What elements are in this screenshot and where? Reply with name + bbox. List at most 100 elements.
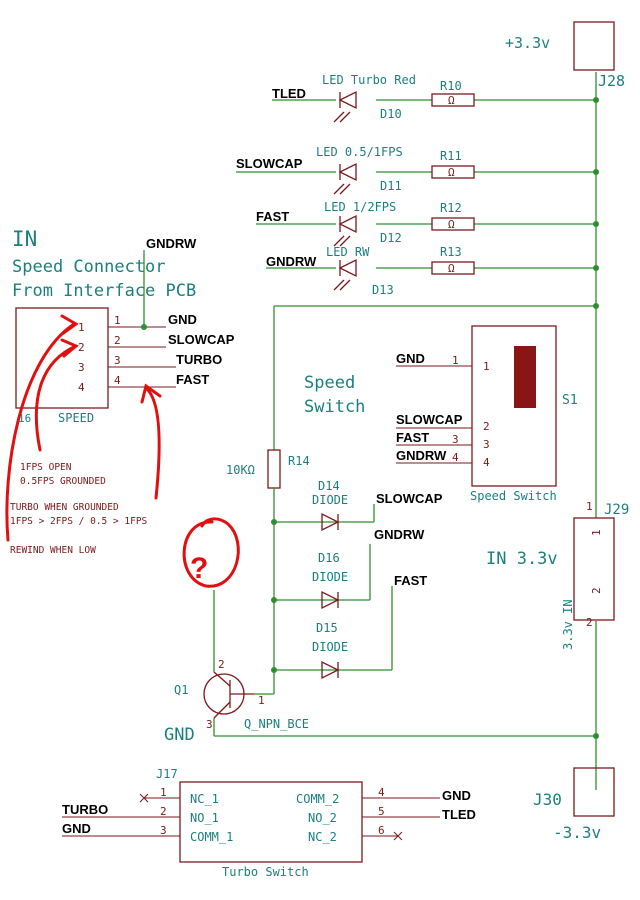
- switch-ref: S1: [562, 393, 578, 408]
- turbo-pin-1: 1: [160, 786, 167, 799]
- switch-name: Speed Switch: [470, 489, 557, 503]
- q1-pin-1: 1: [258, 694, 265, 707]
- led-label-d12: LED 1/2FPS: [324, 200, 396, 214]
- turbo-pin-5: 5: [378, 805, 385, 818]
- led-ref-d11: D11: [380, 179, 402, 193]
- switch-inner-3: 3: [483, 438, 490, 451]
- turbo-pin-3: 3: [160, 824, 167, 837]
- note-fps-mapping: 1FPS > 2FPS / 0.5 > 1FPS: [10, 516, 148, 527]
- turbo-label-no1: NO_1: [190, 811, 219, 825]
- pin-num-3: 3: [114, 354, 121, 367]
- led-ref-d13: D13: [372, 283, 394, 297]
- note-05fps-grounded: 0.5FPS GROUNDED: [20, 476, 106, 487]
- note-1fps-open: 1FPS OPEN: [20, 462, 72, 473]
- turbo-label-comm2: COMM_2: [296, 792, 339, 806]
- connector-j29: 1 2 J29 IN 3.3v 3.3v IN 1 2: [486, 500, 629, 650]
- diode-net-slowcap: SLOWCAP: [376, 491, 443, 506]
- turbo-pin-4: 4: [378, 786, 385, 799]
- diode-type-d15: DIODE: [312, 640, 348, 654]
- connector-name: SPEED: [58, 411, 94, 425]
- pin-num-4: 4: [114, 374, 121, 387]
- switch-inner-1: 1: [483, 360, 490, 373]
- question-mark: ?: [190, 552, 208, 585]
- connector-pin-2: 2: [78, 341, 85, 354]
- j29-ext-pin-2: 2: [586, 616, 593, 629]
- diode-net-fast: FAST: [394, 573, 427, 588]
- led-row-d10: Ω TLED LED Turbo Red D10 R10: [272, 73, 596, 123]
- ohm-symbol: Ω: [448, 218, 455, 231]
- switch-net-gnd: GND: [396, 351, 425, 366]
- q1-name: Q_NPN_BCE: [244, 717, 309, 731]
- diode-ref-d15: D15: [316, 621, 338, 635]
- net-label-fast-conn: FAST: [176, 372, 209, 387]
- led-ref-d10: D10: [380, 107, 402, 121]
- diode-net-gndrw: GNDRW: [374, 527, 425, 542]
- r14-diode-chain: 10KΩ R14 D14 DIODE SLOWCAP GNDRW D16 DIO…: [226, 305, 596, 680]
- power-bottom-ref: J30: [533, 790, 562, 809]
- speed-connector: IN Speed Connector From Interface PCB 1 …: [12, 227, 235, 425]
- switch-net-fast: FAST: [396, 430, 429, 445]
- power-top-ref: J28: [598, 72, 625, 90]
- pin-num-1: 1: [114, 314, 121, 327]
- switch-pin-1: 1: [452, 354, 459, 367]
- led-ref-d12: D12: [380, 231, 402, 245]
- connector-title-line2: Speed Connector: [12, 257, 166, 277]
- r14-value: 10KΩ: [226, 463, 255, 477]
- turbo-net-turbo: TURBO: [62, 802, 108, 817]
- power-connector-j28: +3.3v J28: [505, 21, 625, 90]
- j29-pin-1: 1: [590, 529, 603, 536]
- net-label-slowcap: SLOWCAP: [236, 156, 303, 171]
- net-label-gnd: GND: [168, 312, 197, 327]
- connector-pin-1: 1: [78, 321, 85, 334]
- power-top-label: +3.3v: [505, 34, 550, 52]
- switch-net-gndrw: GNDRW: [396, 448, 447, 463]
- diode-type-d16: DIODE: [312, 570, 348, 584]
- switch-pin-3: 3: [452, 433, 459, 446]
- j29-ref: J29: [604, 502, 629, 518]
- ohm-symbol: Ω: [448, 166, 455, 179]
- connector-pin-3: 3: [78, 361, 85, 374]
- q1-pin-3: 3: [206, 718, 213, 731]
- transistor-q1: 1 2 3 Q1 Q_NPN_BCE GND: [164, 590, 596, 745]
- turbo-pin-2: 2: [160, 805, 167, 818]
- diode-ref-d14: D14: [318, 479, 340, 493]
- led-row-d12: Ω FAST LED 1/2FPS D12 R12: [256, 200, 596, 247]
- switch-inner-2: 2: [483, 420, 490, 433]
- net-label-turbo: TURBO: [176, 352, 222, 367]
- turbo-label-nc2: NC_2: [308, 830, 337, 844]
- turbo-net-tled: TLED: [442, 807, 476, 822]
- connector-ref: 16: [18, 412, 31, 425]
- diode-type-d14: DIODE: [312, 493, 348, 507]
- power-rail: [593, 72, 599, 790]
- switch-title-line1: Speed: [304, 373, 355, 393]
- q1-pin-2: 2: [218, 658, 225, 671]
- j29-ext-pin-1: 1: [586, 500, 593, 513]
- led-label-d13: LED RW: [326, 245, 370, 259]
- hand-annotations: ?: [5, 314, 240, 588]
- switch-inner-4: 4: [483, 456, 490, 469]
- j29-pin-2: 2: [590, 587, 603, 594]
- switch-title-line2: Switch: [304, 397, 365, 417]
- pin-num-2: 2: [114, 334, 121, 347]
- turbo-switch-name: Turbo Switch: [222, 865, 309, 879]
- ohm-symbol: Ω: [448, 94, 455, 107]
- j29-side-label: 3.3v IN: [561, 599, 575, 650]
- led-label-d10: LED Turbo Red: [322, 73, 416, 87]
- switch-actuator: [514, 346, 536, 408]
- diode-ref-d16: D16: [318, 551, 340, 565]
- net-label-gndrw-top: GNDRW: [146, 236, 197, 251]
- turbo-net-gnd-right: GND: [442, 788, 471, 803]
- net-label-gndrw: GNDRW: [266, 254, 317, 269]
- res-ref-r11: R11: [440, 149, 462, 163]
- turbo-pin-6: 6: [378, 824, 385, 837]
- res-ref-r13: R13: [440, 245, 462, 259]
- q1-gnd-label: GND: [164, 725, 195, 745]
- power-connector-j30: J30 -3.3v: [533, 767, 615, 842]
- led-label-d11: LED 0.5/1FPS: [316, 145, 403, 159]
- res-ref-r10: R10: [440, 79, 462, 93]
- connector-title-in: IN: [12, 227, 37, 251]
- ohm-symbol: Ω: [448, 262, 455, 275]
- turbo-switch-ref: J17: [156, 767, 178, 781]
- power-bottom-label: -3.3v: [553, 823, 601, 842]
